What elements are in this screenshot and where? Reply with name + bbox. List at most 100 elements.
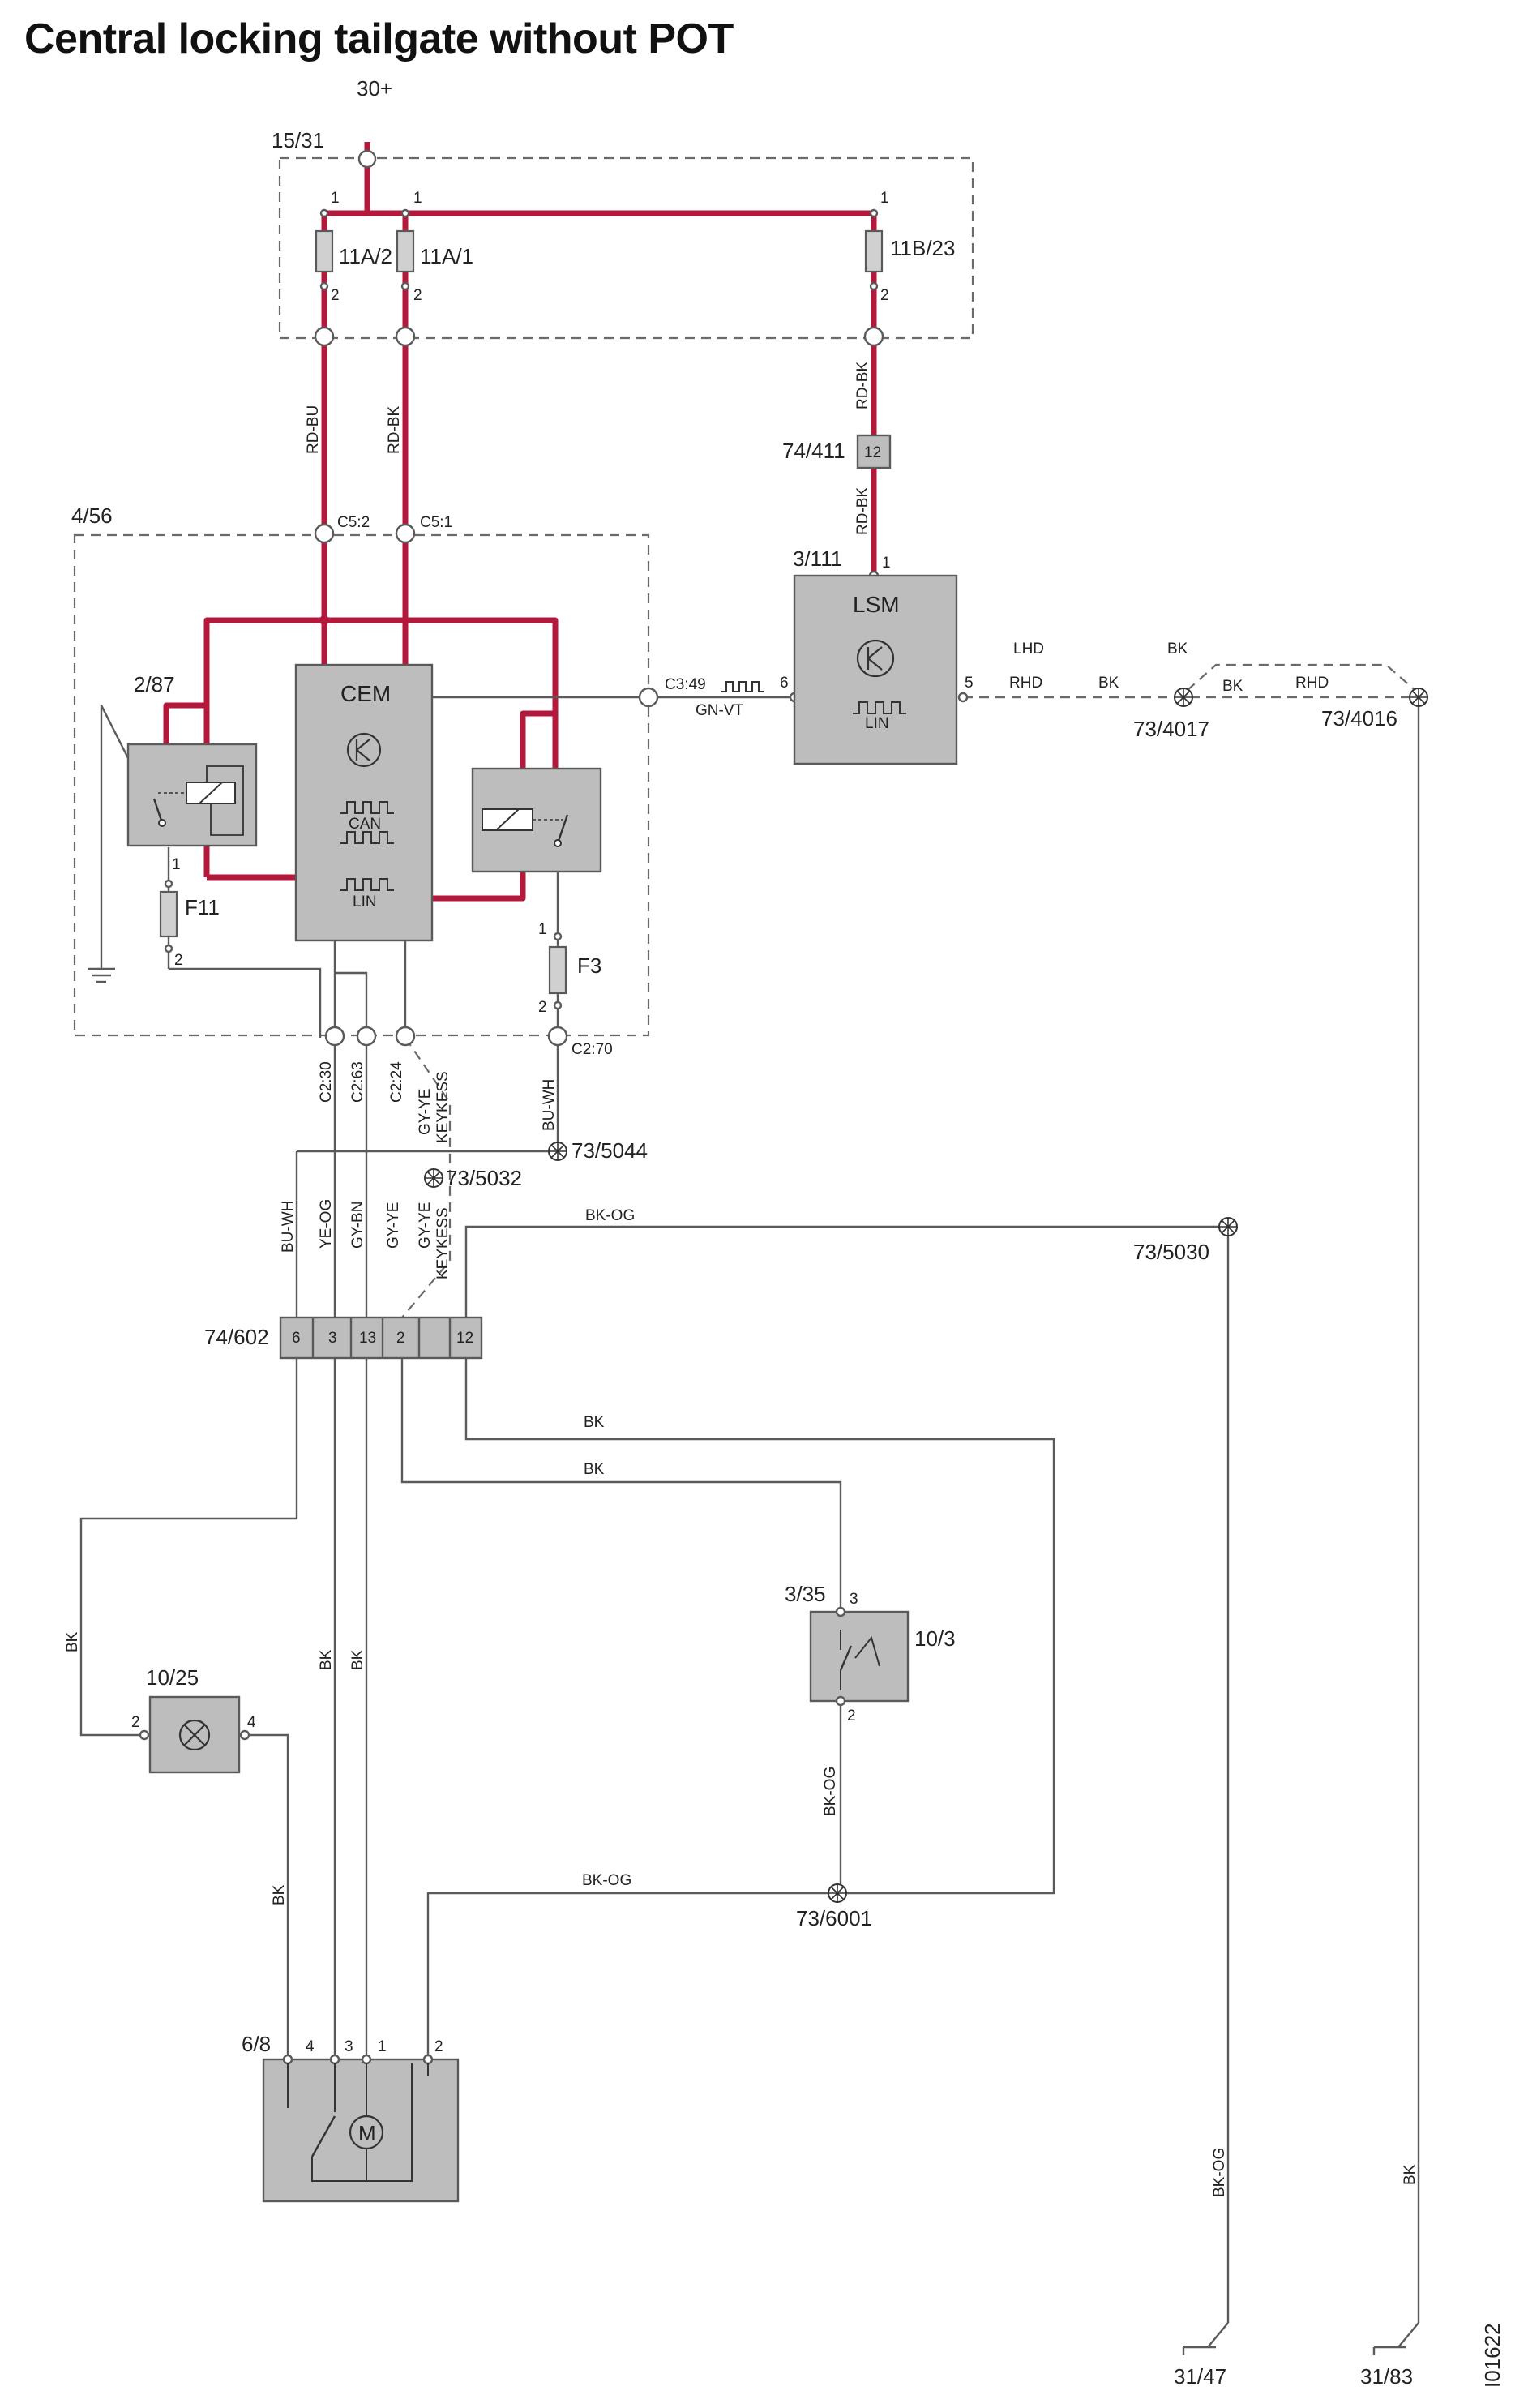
switch-label: 3/35 [785, 1582, 826, 1606]
wire-bk-og-label-3: BK-OG [582, 1872, 631, 1889]
motor-symbol: M [358, 2121, 376, 2145]
splice-73-4017 [1174, 688, 1193, 707]
ground-31-83-label: 31/83 [1360, 2364, 1413, 2389]
wire-rd-bk-label-3: RD-BK [854, 487, 871, 535]
lsm-label: LSM [853, 592, 900, 617]
fuse-f3-label: F3 [577, 953, 601, 978]
svg-text:2: 2 [331, 287, 340, 304]
svg-text:5: 5 [965, 675, 974, 692]
wire-bk-label-rhd-2: BK [1222, 678, 1243, 695]
signal-wires [79, 663, 1420, 2355]
svg-text:3: 3 [345, 2038, 353, 2055]
ground-31-47-label: 31/47 [1174, 2364, 1226, 2389]
fuse-box-out-node-1 [314, 326, 335, 347]
c51-node [395, 523, 416, 544]
c51-label: C5:1 [420, 514, 452, 531]
svg-text:4: 4 [306, 2038, 315, 2055]
svg-text:2: 2 [174, 952, 183, 969]
c224-label: C2:24 [388, 1061, 405, 1103]
fuse-f11-label: F11 [185, 895, 220, 919]
cem-junction [319, 615, 329, 625]
svg-text:2: 2 [396, 1330, 405, 1347]
fuse-11b23-label: 11B/23 [890, 236, 955, 260]
fuse-11b23 [864, 208, 884, 291]
svg-text:2: 2 [880, 287, 889, 304]
wire-bk-label-4: BK [318, 1649, 335, 1670]
can-label: CAN [349, 816, 381, 833]
svg-text:1: 1 [331, 190, 340, 207]
c270-label: C2:70 [571, 1041, 613, 1058]
wire-bk-og-label-1: BK-OG [585, 1207, 635, 1224]
page-title: Central locking tailgate without POT [24, 15, 734, 62]
wire-rd-bu-label: RD-BU [305, 405, 322, 454]
svg-text:6: 6 [780, 675, 789, 692]
fuse-11a1 [396, 208, 415, 291]
c230-node [324, 1026, 345, 1047]
svg-text:2: 2 [538, 999, 547, 1016]
fuse-box-label: 15/31 [272, 128, 324, 152]
splice-73-5032 [424, 1168, 443, 1188]
wire-gy-ye-label-1: GY-YE [417, 1089, 434, 1135]
motor-label: 6/8 [242, 2032, 271, 2056]
cem-label: CEM [340, 681, 391, 706]
connector-74-411 [856, 434, 892, 469]
c52-node [314, 523, 335, 544]
fuse-box-boundary [278, 156, 974, 340]
wire-bk-label-5: BK [349, 1649, 366, 1670]
wire-bk-label-1: BK [584, 1414, 605, 1431]
rhd-label-2: RHD [1295, 675, 1329, 692]
svg-text:LIN: LIN [865, 715, 889, 732]
keykess-label-2: KEYKESS [434, 1207, 452, 1279]
lsm-box [793, 574, 958, 765]
lamp-10-25 [139, 1695, 250, 1774]
svg-text:12: 12 [864, 444, 881, 461]
motor-6-8 [262, 2054, 460, 2203]
c349-label: C3:49 [665, 676, 706, 693]
cem-module-label: 4/56 [71, 503, 113, 528]
svg-text:1: 1 [880, 190, 889, 207]
wire-rd-bk-label-1: RD-BK [386, 406, 403, 454]
wire-bk-label-2: BK [584, 1461, 605, 1478]
fuse-box-out-node-2 [395, 326, 416, 347]
splice-73-4017-label: 73/4017 [1133, 717, 1209, 741]
fuse-11a1-label: 11A/1 [420, 244, 473, 268]
svg-text:3: 3 [328, 1330, 337, 1347]
splice-73-4016-label: 73/4016 [1321, 706, 1397, 731]
wire-bk-label-lhd: BK [1167, 641, 1188, 658]
doc-id: I01622 [1480, 2323, 1504, 2388]
supply-label: 30+ [357, 76, 392, 101]
gn-vt-pulse-symbol [721, 681, 764, 692]
fuse-11a2 [315, 208, 334, 291]
fuse-f3 [548, 945, 567, 995]
c52-label: C5:2 [337, 514, 370, 531]
c349-node [638, 687, 659, 708]
wire-bk-label-7: BK [1402, 2164, 1419, 2185]
fuse-f11 [159, 890, 178, 938]
svg-text:2: 2 [131, 1714, 140, 1731]
svg-text:1: 1 [413, 190, 422, 207]
svg-text:3: 3 [850, 1591, 858, 1608]
wire-bu-wh-label-2: BU-WH [280, 1201, 297, 1253]
wire-bu-wh-label-1: BU-WH [541, 1079, 558, 1131]
wire-ye-og-label: YE-OG [318, 1199, 335, 1249]
c263-label: C2:63 [349, 1061, 366, 1103]
wire-gy-bn-label: GY-BN [349, 1202, 366, 1249]
svg-text:13: 13 [359, 1330, 376, 1347]
wire-gn-vt-label: GN-VT [696, 702, 744, 719]
splice-73-5030 [1218, 1217, 1238, 1236]
c230-label: C2:30 [318, 1061, 335, 1103]
splice-73-5044-label: 73/5044 [571, 1138, 648, 1163]
svg-text:12: 12 [456, 1330, 473, 1347]
connector-74-411-label: 74/411 [782, 439, 845, 463]
splice-73-6001 [828, 1883, 847, 1903]
wire-bk-og-label-2: BK-OG [822, 1767, 839, 1816]
splice-73-4016 [1409, 688, 1428, 707]
wire-bk-label-3: BK [64, 1631, 81, 1652]
svg-text:1: 1 [882, 555, 891, 572]
wire-gy-ye-label-2: GY-YE [385, 1202, 402, 1249]
switch-side-label: 10/3 [914, 1626, 956, 1651]
fuse-box-out-node-3 [863, 326, 884, 347]
relay-2-87-label: 2/87 [134, 672, 175, 696]
switch-3-35 [809, 1606, 910, 1707]
wire-gy-ye-label-3: GY-YE [417, 1202, 434, 1249]
